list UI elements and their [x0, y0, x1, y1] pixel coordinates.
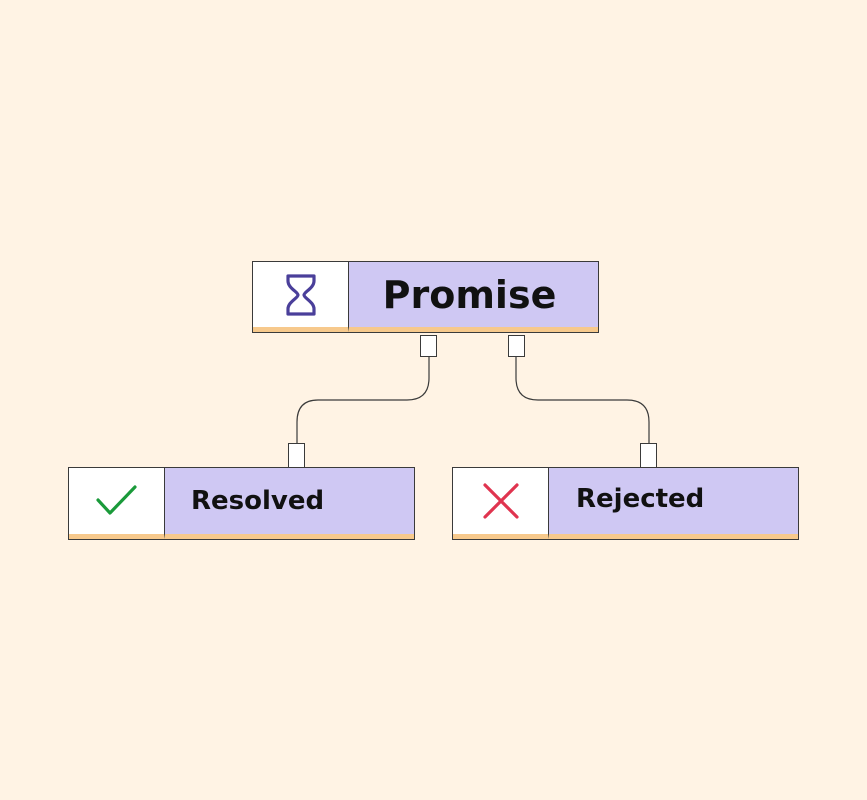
hourglass-icon — [285, 273, 316, 316]
promise-icon-cell — [253, 262, 349, 332]
port-resolved-top — [288, 443, 305, 468]
cross-icon — [482, 483, 519, 519]
resolved-label: Resolved — [165, 468, 414, 539]
rejected-label: Rejected — [549, 468, 798, 539]
promise-node: Promise — [252, 261, 599, 333]
promise-label: Promise — [349, 262, 598, 332]
connector-promise-resolved — [296, 357, 430, 444]
port-promise-right — [508, 335, 525, 357]
resolved-icon-cell — [69, 468, 165, 539]
rejected-icon-cell — [453, 468, 549, 539]
checkmark-icon — [95, 485, 137, 515]
port-rejected-top — [640, 443, 657, 468]
connector-promise-rejected — [515, 357, 650, 444]
port-promise-left — [420, 335, 437, 357]
resolved-node: Resolved — [68, 467, 415, 540]
rejected-node: Rejected — [452, 467, 799, 540]
